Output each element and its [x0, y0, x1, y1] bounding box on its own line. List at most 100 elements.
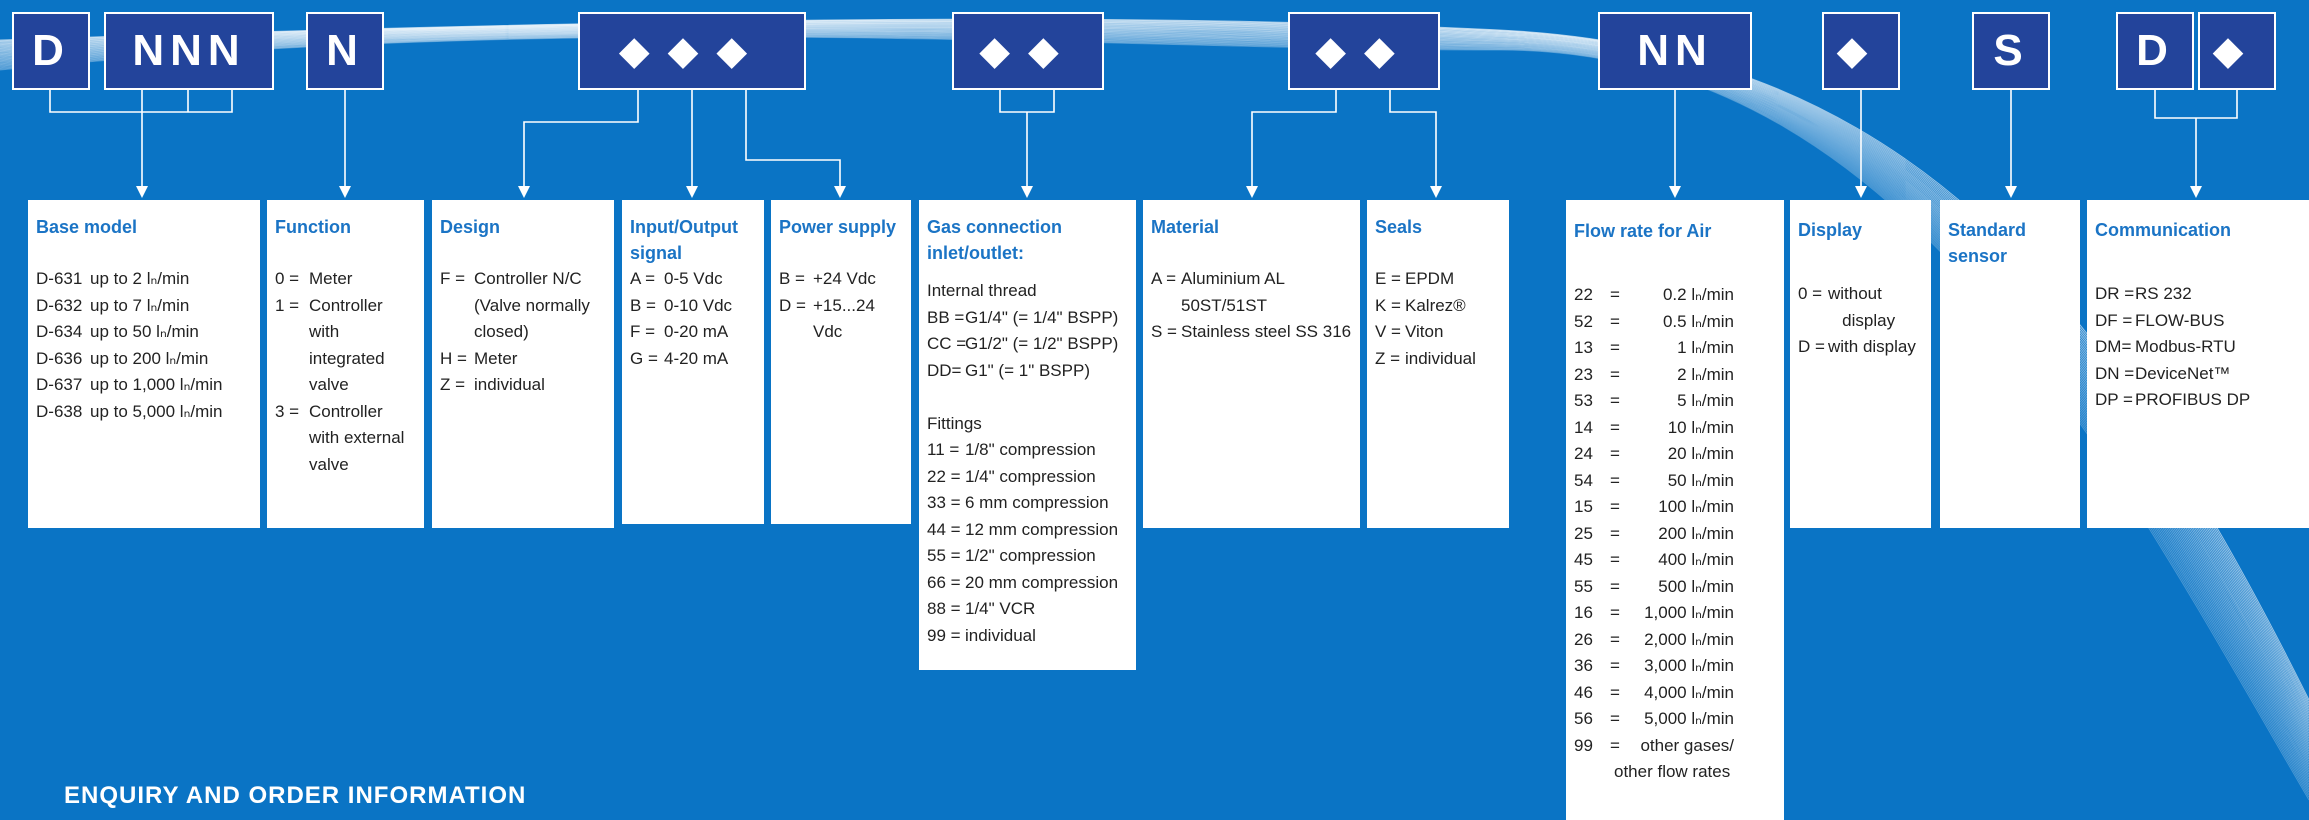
option-row: 14=10 lₙ/min: [1574, 415, 1776, 442]
option-value: DeviceNet™: [2135, 363, 2231, 383]
option-code: 22: [1574, 285, 1593, 304]
option-value: without display: [1828, 284, 1896, 330]
option-row: 11 =1/8" compression: [927, 437, 1128, 464]
option-code: 44 =: [927, 519, 961, 539]
option-value: 0-5 Vdc: [664, 269, 723, 288]
code-box-material-seals: ◆◆: [1288, 12, 1440, 90]
option-row: 22 =1/4" compression: [927, 464, 1128, 491]
equals-sign: =: [1610, 550, 1620, 569]
fittings-label: Fittings: [927, 413, 982, 433]
display-heading: Display: [1798, 220, 1863, 240]
option-row: D =+15...24 Vdc: [779, 293, 903, 346]
option-code: D-637: [36, 375, 83, 394]
equals-sign: =: [1610, 470, 1620, 490]
option-code: 0 =: [275, 269, 300, 288]
option-code: H =: [440, 348, 467, 368]
option-value: 100 lₙ/min: [1658, 497, 1734, 516]
option-row: D =with display: [1798, 334, 1923, 361]
option-code: 33 =: [927, 493, 961, 512]
option-row: B =0-10 Vdc: [630, 293, 756, 320]
option-code: 23: [1574, 364, 1593, 384]
option-value: 1/8" compression: [965, 440, 1096, 459]
option-value: 6 mm compression: [965, 493, 1109, 512]
option-value: +24 Vdc: [813, 269, 876, 288]
equals-sign: =: [1610, 523, 1620, 543]
standard-sensor-heading: Standard sensor: [1948, 220, 2027, 266]
option-value: G1/4" (= 1/4" BSPP): [965, 307, 1119, 327]
option-code: S =: [1151, 322, 1177, 341]
design-heading: Design: [440, 217, 501, 237]
option-row: F = Controller N/C (Valve normally closed…: [440, 266, 606, 346]
option-value: Stainless steel SS 316: [1181, 322, 1352, 341]
option-value: Controller N/C (Valve normally closed): [474, 269, 590, 341]
option-row: A =0-5 Vdc: [630, 266, 756, 293]
option-code: 99: [1574, 735, 1593, 755]
option-code: D-632: [36, 295, 83, 315]
option-code: 56: [1574, 709, 1593, 728]
option-value: +15...24 Vdc: [813, 295, 880, 342]
option-value: FLOW-BUS: [2135, 310, 2225, 330]
option-row: 55=500 lₙ/min: [1574, 574, 1776, 601]
option-code: D-638: [36, 401, 83, 421]
option-code: B =: [779, 269, 805, 288]
option-value: up to 2 lₙ/min: [90, 269, 190, 288]
equals-sign: =: [1610, 709, 1620, 728]
panel-standard-sensor: Standard sensor: [1940, 200, 2080, 528]
option-value: 0-20 mA: [664, 322, 729, 341]
option-value: up to 5,000 lₙ/min: [90, 401, 223, 421]
option-row: DP =PROFIBUS DP: [2095, 387, 2301, 414]
equals-sign: =: [1610, 629, 1620, 649]
option-row: 53=5 lₙ/min: [1574, 388, 1776, 415]
option-row: A =Aluminium AL 50ST/51ST: [1151, 266, 1352, 319]
option-value: 1/2" compression: [965, 546, 1096, 565]
option-value: Controller with external valve: [309, 401, 405, 474]
option-value: 20 mm compression: [965, 572, 1119, 592]
option-code: F =: [440, 269, 466, 288]
option-value: 10 lₙ/min: [1667, 417, 1734, 437]
option-code: A =: [1151, 269, 1177, 288]
panel-design: Design F = Controller N/C (Valve normally…: [432, 200, 614, 528]
option-row: 15=100 lₙ/min: [1574, 494, 1776, 521]
power-supply-heading: Power supply: [779, 217, 897, 237]
option-value: Meter: [309, 269, 353, 288]
option-value: up to 50 lₙ/min: [90, 322, 199, 341]
option-value: individual: [474, 375, 545, 394]
code-box-sensor: S: [1972, 12, 2050, 90]
equals-sign: =: [1610, 497, 1620, 516]
option-value: 5,000 lₙ/min: [1644, 709, 1734, 728]
option-code: B =: [630, 295, 656, 315]
option-value: with display: [1828, 337, 1916, 356]
option-row: 55 =1/2" compression: [927, 543, 1128, 570]
option-value: 1/4" compression: [965, 466, 1096, 486]
equals-sign: =: [1610, 364, 1620, 384]
seals-heading: Seals: [1375, 217, 1423, 237]
option-row: E =EPDM: [1375, 266, 1501, 293]
base-model-heading: Base model: [36, 217, 138, 237]
option-row: 99=other gases/: [1574, 733, 1776, 760]
option-code: 66 =: [927, 572, 961, 592]
material-rows: A =Aluminium AL 50ST/51ST S =Stainless st…: [1151, 266, 1352, 346]
option-row: 46=4,000 lₙ/min: [1574, 680, 1776, 707]
option-value: 3,000 lₙ/min: [1644, 656, 1734, 675]
option-value: 2 lₙ/min: [1677, 364, 1734, 384]
option-code: 26: [1574, 629, 1593, 649]
option-row: 56 = 5,000 lₙ/min: [1574, 706, 1776, 733]
code-box-comm-d: D: [2116, 12, 2194, 90]
option-code: CC =: [927, 334, 967, 353]
option-value: Modbus-RTU: [2135, 337, 2236, 356]
option-code: 54: [1574, 470, 1593, 490]
option-row: H =Meter: [440, 346, 606, 373]
option-code: 36: [1574, 656, 1593, 675]
